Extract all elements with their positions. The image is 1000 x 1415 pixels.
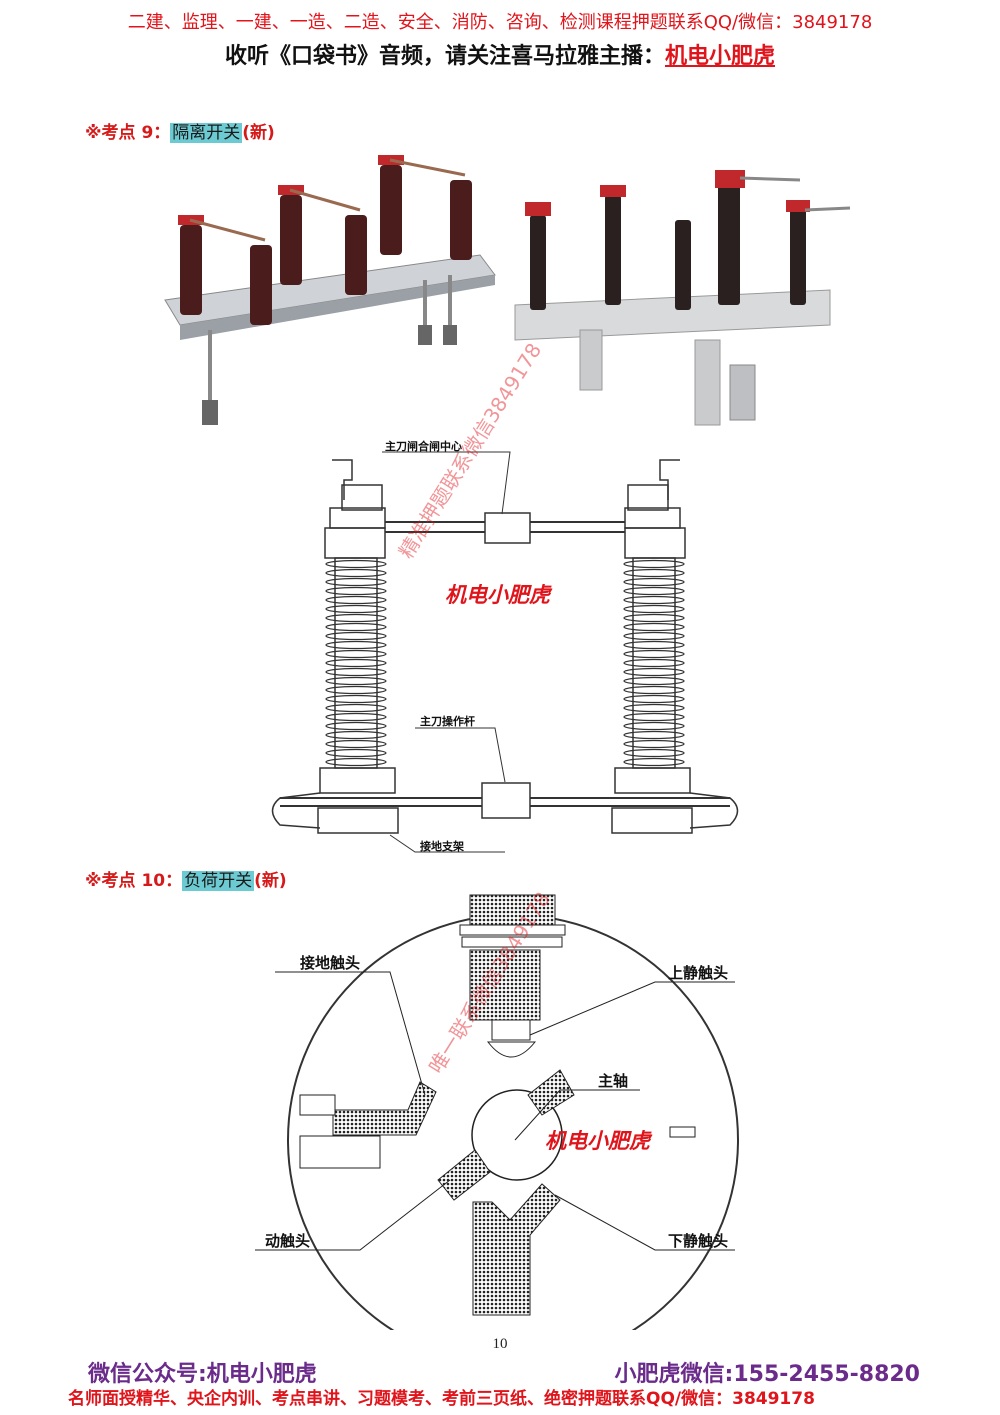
switch-photos: [164, 155, 851, 426]
label-earth-contact: 接地触头: [300, 954, 360, 972]
insulator-shed: [623, 658, 685, 668]
label-earthing-bracket: 接地支架: [420, 839, 464, 853]
insulator-shed: [623, 676, 685, 686]
section10-topic: 负荷开关: [182, 871, 255, 891]
page-number: 10: [492, 1336, 508, 1352]
header-audio-prefix: 收听《口袋书》音频，请关注喜马拉雅主播：: [224, 44, 665, 69]
insulator-shed: [325, 757, 387, 767]
section9-topic: 隔离开关: [170, 123, 243, 143]
insulator-shed: [325, 604, 387, 614]
insulator-shed: [623, 649, 685, 659]
insulator-shed: [623, 631, 685, 641]
label-lower-static-contact: 下静触头: [668, 1232, 728, 1250]
insulator-shed: [325, 712, 387, 722]
insulator-shed: [325, 730, 387, 740]
header-audio-line: 收听《口袋书》音频，请关注喜马拉雅主播：机电小肥虎: [0, 38, 1000, 70]
insulator-sheds: [325, 559, 685, 767]
footer-wechat-official-account: 微信公众号:机电小肥虎: [88, 1362, 317, 1387]
footer-wechat-phone: 小肥虎微信:155-2455-8820: [614, 1362, 920, 1387]
insulator-shed: [325, 559, 387, 569]
insulator-shed: [623, 595, 685, 605]
header-anchor-name: 机电小肥虎: [665, 44, 776, 69]
label-main-blade-closing-center: 主刀闸合闸中心: [385, 440, 462, 453]
insulator-shed: [325, 640, 387, 650]
footer-course-line: 名师面授精华、央企内训、考点串讲、习题模考、考前三页纸、绝密押题联系QQ/微信：…: [68, 1389, 815, 1409]
insulator-shed: [623, 685, 685, 695]
insulator-shed: [623, 739, 685, 749]
insulator-shed: [325, 568, 387, 578]
insulator-shed: [623, 730, 685, 740]
label-main-blade-operating-rod: 主刀操作杆: [420, 714, 475, 728]
insulator-shed: [325, 694, 387, 704]
label-moving-contact: 动触头: [265, 1232, 310, 1250]
section10-prefix: ※考点 10：: [85, 871, 183, 891]
insulator-shed: [623, 703, 685, 713]
insulator-shed: [325, 595, 387, 605]
insulator-shed: [623, 757, 685, 767]
insulator-shed: [623, 622, 685, 632]
section10-suffix: (新): [254, 871, 287, 891]
label-main-shaft: 主轴: [598, 1072, 628, 1090]
section9-suffix: (新): [242, 123, 275, 143]
insulator-shed: [623, 568, 685, 578]
insulator-shed: [623, 559, 685, 569]
insulator-shed: [325, 649, 387, 659]
load-switch-diagram: 接地触头 上静触头 主轴 动触头 下静触头 机电小肥虎: [255, 894, 739, 1330]
diagram1-brand: 机电小肥虎: [445, 583, 553, 607]
insulator-shed: [325, 622, 387, 632]
insulator-shed: [623, 604, 685, 614]
insulator-shed: [325, 685, 387, 695]
insulator-shed: [623, 640, 685, 650]
insulator-shed: [325, 703, 387, 713]
header-contact-line: 二建、监理、一建、一造、二造、安全、消防、咨询、检测课程押题联系QQ/微信：38…: [127, 12, 873, 33]
outdoor-switch-illustration: [514, 170, 851, 426]
isolating-switch-diagram: 主刀闸合闸中心 主刀操作杆 接地支架 机电小肥虎: [271, 440, 739, 853]
insulator-shed: [325, 631, 387, 641]
insulator-shed: [623, 712, 685, 722]
section9-prefix: ※考点 9：: [85, 123, 171, 143]
insulator-shed: [623, 667, 685, 677]
insulator-shed: [325, 577, 387, 587]
insulator-shed: [623, 721, 685, 731]
three-phase-switch-illustration: [164, 155, 496, 425]
insulator-shed: [325, 739, 387, 749]
insulator-shed: [325, 721, 387, 731]
insulator-shed: [325, 667, 387, 677]
insulator-shed: [325, 586, 387, 596]
insulator-shed: [325, 613, 387, 623]
insulator-shed: [623, 577, 685, 587]
section10-heading: ※考点 10：负荷开关(新): [85, 866, 287, 891]
insulator-shed: [325, 676, 387, 686]
label-upper-static-contact: 上静触头: [668, 964, 728, 982]
insulator-shed: [623, 694, 685, 704]
section9-heading: ※考点 9：隔离开关(新): [85, 118, 275, 143]
insulator-shed: [623, 748, 685, 758]
insulator-shed: [325, 748, 387, 758]
diagram2-brand: 机电小肥虎: [545, 1129, 653, 1153]
insulator-shed: [325, 658, 387, 668]
insulator-shed: [623, 613, 685, 623]
insulator-shed: [623, 586, 685, 596]
